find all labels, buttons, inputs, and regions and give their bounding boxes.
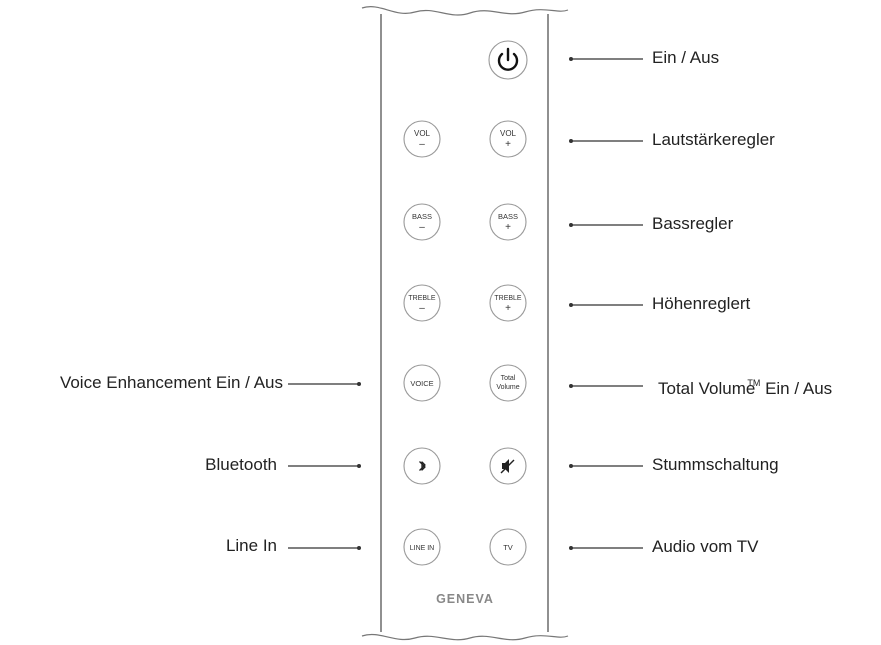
- mute-button[interactable]: [489, 447, 527, 485]
- mute-icon: [500, 459, 515, 474]
- total-volume-button[interactable]: Total Volume: [489, 364, 527, 402]
- label-bluetooth: Bluetooth: [205, 455, 277, 474]
- bass-minus-button[interactable]: BASS –: [403, 203, 441, 241]
- voice-button[interactable]: VOICE: [403, 364, 441, 402]
- vol-minus-sign: –: [419, 139, 425, 150]
- power-button[interactable]: [488, 40, 528, 80]
- label-line-in: Line In: [225, 536, 277, 555]
- label-total-volume-tm: TM: [747, 378, 761, 388]
- vol-plus-sign: +: [505, 139, 511, 150]
- right-leaders: [569, 57, 643, 550]
- treble-minus-text: TREBLE: [408, 295, 436, 302]
- vol-plus-button[interactable]: VOL +: [489, 120, 527, 158]
- total-volume-text-2: Volume: [496, 384, 519, 391]
- remote-bottom-break: [361, 634, 569, 641]
- label-mute: Stummschaltung: [652, 455, 779, 474]
- total-volume-text-1: Total: [501, 375, 516, 382]
- bluetooth-button[interactable]: [403, 447, 441, 485]
- treble-minus-sign: –: [419, 303, 425, 314]
- treble-minus-button[interactable]: TREBLE –: [403, 284, 441, 322]
- label-total-volume: Total VolumeTM Ein / Aus: [658, 375, 832, 399]
- treble-plus-sign: +: [505, 303, 511, 314]
- tv-button[interactable]: TV: [489, 528, 527, 566]
- line-in-text: LINE IN: [410, 545, 435, 552]
- label-total-volume-rest: Ein / Aus: [760, 379, 833, 398]
- treble-plus-text: TREBLE: [494, 295, 522, 302]
- bluetooth-icon: [419, 461, 426, 471]
- voice-text: VOICE: [410, 379, 433, 388]
- bass-plus-sign: +: [505, 222, 511, 233]
- vol-minus-button[interactable]: VOL –: [403, 120, 441, 158]
- label-voice: Voice Enhancement Ein / Aus: [59, 373, 283, 392]
- treble-plus-button[interactable]: TREBLE +: [489, 284, 527, 322]
- tv-text: TV: [503, 543, 513, 552]
- label-tv: Audio vom TV: [652, 537, 759, 556]
- line-in-button[interactable]: LINE IN: [403, 528, 441, 566]
- label-volume: Lautstärkeregler: [652, 130, 775, 149]
- vol-minus-text: VOL: [414, 129, 431, 138]
- vol-plus-text: VOL: [500, 129, 517, 138]
- label-total-volume-main: Total Volume: [658, 379, 756, 398]
- left-leaders: [288, 382, 361, 550]
- bass-plus-text: BASS: [498, 212, 518, 221]
- brand-logo-text: GENEVA: [436, 592, 494, 606]
- bass-minus-text: BASS: [412, 212, 432, 221]
- label-bass: Bassregler: [652, 214, 734, 233]
- remote-top-break: [361, 6, 569, 16]
- bass-plus-button[interactable]: BASS +: [489, 203, 527, 241]
- label-treble: Höhenreglert: [652, 294, 751, 313]
- bass-minus-sign: –: [419, 222, 425, 233]
- label-power: Ein / Aus: [652, 48, 720, 67]
- power-icon: [497, 47, 519, 71]
